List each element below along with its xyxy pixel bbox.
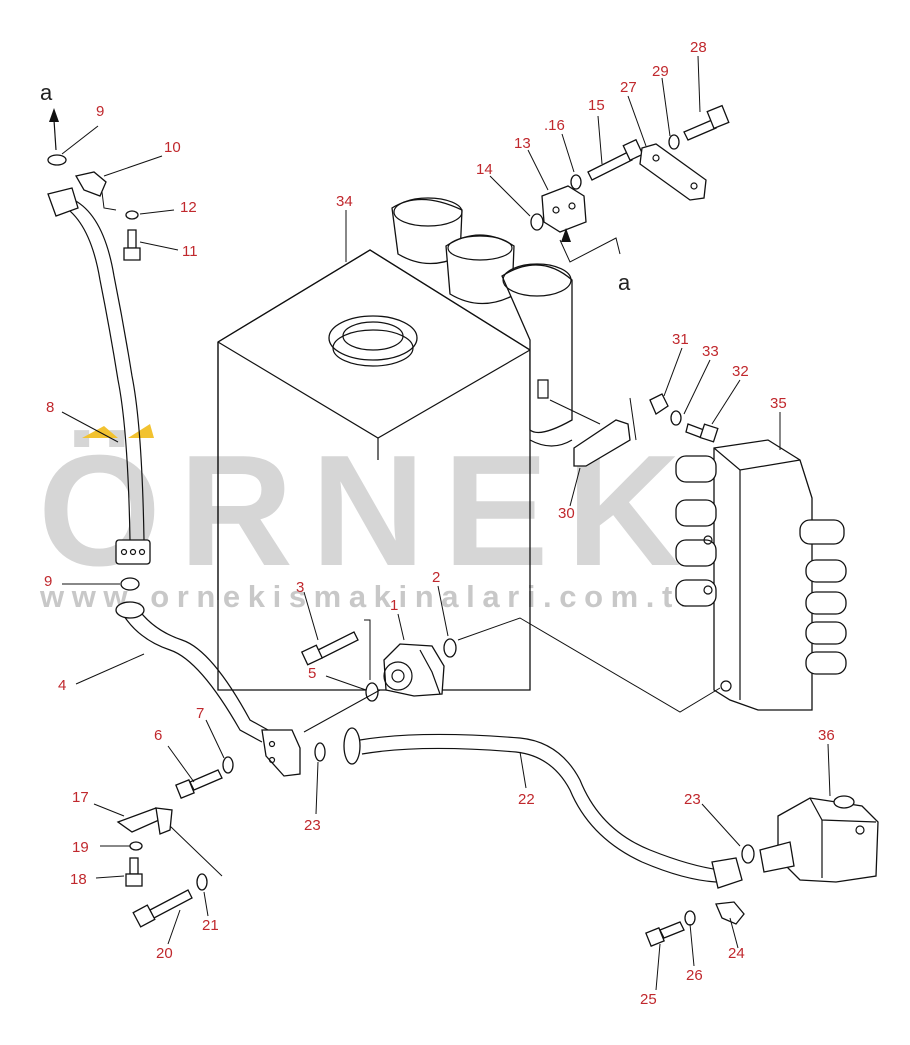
callout-label: 25 bbox=[640, 991, 657, 1008]
section-marker-a-right: a bbox=[618, 270, 631, 295]
callout-label: 28 bbox=[690, 39, 707, 56]
callout-label: 9 bbox=[96, 103, 104, 120]
callout-label: 18 bbox=[70, 871, 87, 888]
watermark-logo-marks bbox=[82, 424, 154, 438]
callout-label: 17 bbox=[72, 789, 89, 806]
callout-label: 29 bbox=[652, 63, 669, 80]
callout-label: 7 bbox=[196, 705, 204, 722]
watermark-url: www.ornekismakinalari.com.tr bbox=[39, 579, 700, 614]
leader-lines bbox=[61, 55, 831, 991]
callout-label: 14 bbox=[476, 161, 493, 178]
callout-label: 36 bbox=[818, 727, 835, 744]
callout-label: 32 bbox=[732, 363, 749, 380]
callout-label: 21 bbox=[202, 917, 219, 934]
callout-label: 9 bbox=[44, 573, 52, 590]
callout-label: 2 bbox=[432, 569, 440, 586]
callout-label: 13 bbox=[514, 135, 531, 152]
hose-22 bbox=[343, 727, 743, 889]
callout-label: 30 bbox=[558, 505, 575, 522]
callout-label: 12 bbox=[180, 199, 197, 216]
callout-label: 31 bbox=[672, 331, 689, 348]
callout-label: 5 bbox=[308, 665, 316, 682]
hydraulic-pump bbox=[383, 643, 445, 697]
small-parts bbox=[47, 104, 755, 947]
hydraulic-tank bbox=[217, 197, 573, 691]
callout-label: 20 bbox=[156, 945, 173, 962]
control-valve bbox=[675, 439, 847, 711]
section-marker-a-top: a bbox=[40, 80, 53, 105]
tube-4 bbox=[115, 601, 301, 777]
callout-label: 3 bbox=[296, 579, 304, 596]
callout-label: 33 bbox=[702, 343, 719, 360]
callout-label: 10 bbox=[164, 139, 181, 156]
callout-label: 1 bbox=[390, 597, 398, 614]
callout-label: .16 bbox=[544, 117, 565, 134]
callout-label: 19 bbox=[72, 839, 89, 856]
callout-labels: 9 10 12 11 8 9 4 3 5 1 2 6 7 17 19 18 20… bbox=[44, 39, 835, 1008]
callout-label: 8 bbox=[46, 399, 54, 416]
callout-label: 15 bbox=[588, 97, 605, 114]
callout-label: 35 bbox=[770, 395, 787, 412]
callout-label: 22 bbox=[518, 791, 535, 808]
callout-label: 6 bbox=[154, 727, 162, 744]
callout-label: 11 bbox=[182, 243, 198, 260]
hose-8 bbox=[47, 187, 151, 565]
callout-label: 23 bbox=[304, 817, 321, 834]
callout-label: 26 bbox=[686, 967, 703, 984]
connection-lines bbox=[49, 108, 721, 877]
callout-label: 4 bbox=[58, 677, 66, 694]
pilot-valve bbox=[759, 795, 879, 883]
callout-label: 34 bbox=[336, 193, 353, 210]
callout-label: 24 bbox=[728, 945, 745, 962]
callout-label: 27 bbox=[620, 79, 637, 96]
callout-label: 23 bbox=[684, 791, 701, 808]
